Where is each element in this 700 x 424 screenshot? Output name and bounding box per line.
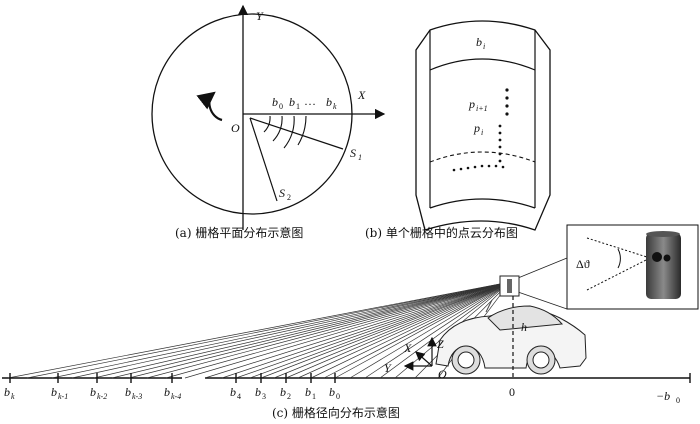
- grid-arc-3: [283, 115, 295, 149]
- svg-text:b: b: [476, 35, 482, 49]
- svg-text:1: 1: [358, 153, 362, 162]
- caption-a: (a) 栅格平面分布示意图: [175, 225, 303, 240]
- frame-z-label: Z: [437, 337, 444, 351]
- y-axis-label: Y: [256, 9, 264, 23]
- label-b0: b 0: [329, 385, 340, 401]
- sector-line-s1: [249, 117, 344, 150]
- svg-text:b: b: [164, 385, 170, 399]
- frame-x-label: X: [403, 341, 412, 355]
- label-bk-3: b k-3: [125, 385, 142, 401]
- svg-text:b: b: [272, 95, 278, 109]
- label-bk-4: b k-4: [164, 385, 181, 401]
- sector-line-s2: [249, 117, 278, 202]
- panel-a: Y X O b 0 b 1 … b k S 1 S 2 (a) 栅格平面分布示意…: [151, 4, 386, 240]
- svg-text:b: b: [125, 385, 131, 399]
- svg-text:k-3: k-3: [132, 392, 142, 401]
- svg-text:3: 3: [262, 392, 266, 401]
- label-bk: b k: [4, 385, 15, 401]
- label-neg-b0: −b 0: [656, 389, 680, 405]
- origin-label: O: [231, 121, 240, 135]
- svg-text:0: 0: [676, 396, 680, 405]
- svg-text:4: 4: [237, 392, 241, 401]
- bk-label: b k: [326, 95, 337, 111]
- label-b4: b 4: [230, 385, 241, 401]
- inset-cone-top: [586, 237, 651, 259]
- lidar-beams: [7, 281, 511, 379]
- grid-arc-2: [272, 115, 283, 142]
- frame-y-label: Y: [384, 361, 392, 375]
- label-b1: b 1: [305, 385, 316, 401]
- ground-ticks: [9, 373, 691, 383]
- svg-text:−b: −b: [656, 389, 670, 403]
- svg-text:p: p: [468, 97, 475, 111]
- label-zero: 0: [509, 385, 515, 399]
- grid-arc-4: [297, 115, 307, 146]
- car-icon: [435, 299, 587, 375]
- rotation-arrow-icon: [196, 91, 223, 122]
- inset-angle-arc: [617, 248, 621, 269]
- svg-text:k-2: k-2: [97, 392, 107, 401]
- cell-outline: [415, 20, 551, 231]
- pi1-label: p i+1: [468, 97, 488, 113]
- grid-arc-1: [263, 115, 271, 133]
- svg-text:S: S: [350, 146, 356, 160]
- cell-bottom-arc: [429, 198, 536, 209]
- svg-text:b: b: [4, 385, 10, 399]
- svg-text:i: i: [483, 42, 485, 51]
- label-b2: b 2: [280, 385, 291, 401]
- svg-text:k-4: k-4: [171, 392, 181, 401]
- caption-b: (b) 单个栅格中的点云分布图: [365, 225, 518, 240]
- svg-text:b: b: [326, 95, 332, 109]
- pi-label: p i: [473, 121, 483, 137]
- cell-inner-top-arc: [429, 58, 536, 71]
- panel-c: Δϑ: [2, 224, 699, 420]
- vehicle-coordinate-frame: [403, 336, 437, 371]
- roof-lidar-icon: [499, 275, 520, 297]
- svg-text:1: 1: [296, 102, 300, 111]
- panel-b: b i p i+1 p i (b) 单个栅格中的点云分布图: [365, 20, 551, 240]
- inset-callout-1: [517, 257, 568, 279]
- s1-label: S 1: [350, 146, 362, 162]
- svg-text:b: b: [305, 385, 311, 399]
- label-bk-1: b k-1: [51, 385, 68, 401]
- svg-text:0: 0: [279, 102, 283, 111]
- svg-text:b: b: [289, 95, 295, 109]
- inset-callout-2: [517, 291, 568, 310]
- svg-text:p: p: [473, 121, 480, 135]
- svg-text:b: b: [51, 385, 57, 399]
- svg-text:S: S: [279, 186, 285, 200]
- bi-label: b i: [476, 35, 485, 51]
- s2-label: S 2: [279, 186, 291, 202]
- b1-label: b 1: [289, 95, 300, 111]
- svg-text:k: k: [11, 392, 15, 401]
- svg-text:b: b: [329, 385, 335, 399]
- svg-text:b: b: [280, 385, 286, 399]
- svg-text:0: 0: [336, 392, 340, 401]
- delta-theta-label: Δϑ: [576, 257, 590, 271]
- svg-text:b: b: [230, 385, 236, 399]
- cell-dashed-arc: [429, 151, 536, 163]
- svg-text:2: 2: [287, 193, 291, 202]
- x-axis-label: X: [357, 88, 366, 102]
- svg-text:i: i: [481, 128, 483, 137]
- label-bk-2: b k-2: [90, 385, 107, 401]
- svg-text:2: 2: [287, 392, 291, 401]
- svg-text:k-1: k-1: [58, 392, 68, 401]
- frame-o-label: O: [438, 367, 447, 381]
- height-label: h: [521, 320, 527, 334]
- svg-text:b: b: [90, 385, 96, 399]
- svg-text:i+1: i+1: [476, 104, 488, 113]
- ellipsis-label: …: [304, 94, 316, 108]
- caption-c: (c) 栅格径向分布示意图: [272, 405, 400, 420]
- label-b3: b 3: [255, 385, 266, 401]
- b0-label: b 0: [272, 95, 283, 111]
- svg-text:b: b: [255, 385, 261, 399]
- point-cloud: [452, 88, 509, 172]
- svg-text:1: 1: [312, 392, 316, 401]
- lidar-sensor-icon: [646, 231, 681, 299]
- svg-text:k: k: [333, 102, 337, 111]
